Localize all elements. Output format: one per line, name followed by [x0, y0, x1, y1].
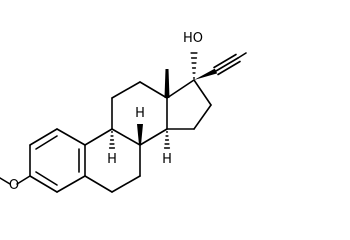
hydrogen-c9-label: H [107, 152, 117, 167]
ring-c [111, 81, 168, 146]
ring-b [84, 128, 141, 193]
hydrogen-c14: H [162, 131, 172, 167]
skeletal-structure: O HO [0, 31, 247, 193]
hydrogen-c9: H [107, 131, 117, 167]
hydrogen-c14-label: H [162, 152, 172, 167]
ring-d [166, 79, 212, 130]
ring-a-aromatic [29, 128, 86, 193]
hydrogen-c8: H [135, 106, 145, 145]
hydroxyl-hashed-bond [190, 52, 198, 79]
methoxy-group: O [0, 175, 31, 193]
hydroxyl-group: HO [183, 31, 203, 79]
hydrogen-c8-label: H [135, 106, 145, 121]
ethynyl-group [194, 52, 247, 80]
hydroxyl-label: HO [183, 31, 203, 46]
angular-methyl [164, 69, 170, 98]
methoxy-oxygen-label: O [9, 178, 19, 193]
